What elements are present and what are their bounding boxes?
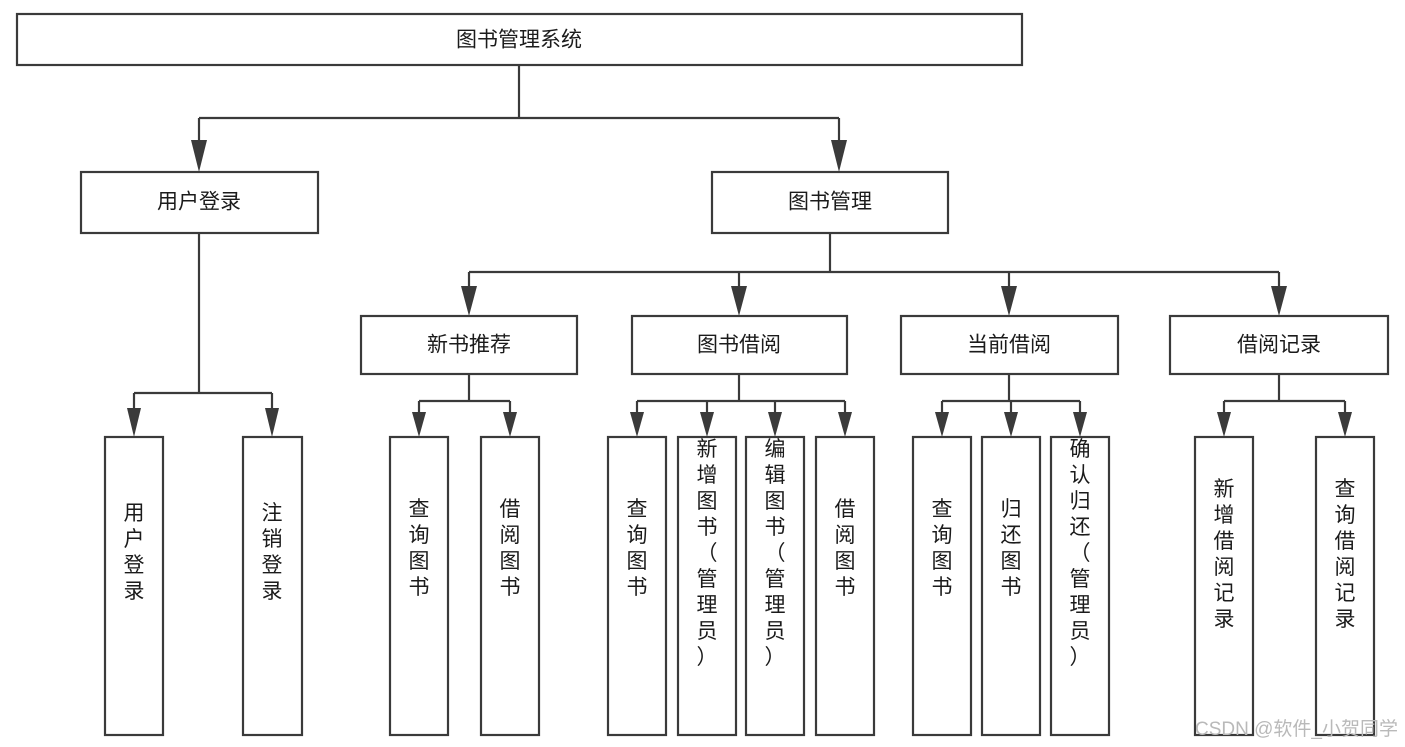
- leaf-node[interactable]: 查询借阅记录: [1314, 435, 1376, 737]
- node-book-management-label: 图书管理: [788, 191, 872, 214]
- node-book-management[interactable]: 图书管理: [710, 170, 950, 235]
- connector-current-borrow-to-leaves: [935, 374, 1087, 437]
- node-current-borrow[interactable]: 当前借阅: [899, 314, 1120, 376]
- leaf-logout-label: 注销登录: [262, 502, 283, 603]
- node-book-borrow-label: 图书借阅: [697, 334, 781, 357]
- leaf-borrow-book-recommend-label: 借阅图书: [500, 498, 521, 599]
- node-new-book-recommend-label: 新书推荐: [427, 334, 511, 357]
- leaf-add-borrow-record-label: 新增借阅记录: [1214, 478, 1235, 631]
- connector-book-borrow-to-leaves: [630, 374, 852, 437]
- leaf-node[interactable]: 确认归还（管理员）: [1049, 435, 1111, 737]
- node-user-login-label: 用户登录: [157, 191, 241, 214]
- node-user-login[interactable]: 用户登录: [79, 170, 320, 235]
- node-new-book-recommend[interactable]: 新书推荐: [359, 314, 579, 376]
- leaf-node[interactable]: 新增借阅记录: [1193, 435, 1255, 737]
- leaf-node[interactable]: 查询图书: [606, 435, 668, 737]
- leaf-query-book-recommend-label: 查询图书: [409, 498, 430, 599]
- connector-user-login-to-leaves: [127, 233, 279, 437]
- leaf-edit-book-admin-label: 编辑图书（管理员）: [765, 438, 786, 669]
- leaf-node[interactable]: 注销登录: [241, 435, 304, 737]
- connector-new-book-to-leaves: [412, 374, 517, 437]
- leaf-node[interactable]: 查询图书: [388, 435, 450, 737]
- leaf-query-book-borrow-label: 查询图书: [627, 498, 648, 599]
- leaf-query-borrow-record-label: 查询借阅记录: [1335, 478, 1356, 631]
- leaf-node[interactable]: 用户登录: [103, 435, 165, 737]
- leaf-add-book-admin-label: 新增图书（管理员）: [697, 438, 718, 669]
- leaf-user-login-label: 用户登录: [124, 502, 145, 603]
- connector-book-mgmt-to-level3: [461, 233, 1287, 316]
- leaf-node[interactable]: 借阅图书: [814, 435, 876, 737]
- connector-root-to-level2: [191, 65, 847, 172]
- leaf-node[interactable]: 新增图书（管理员）: [676, 435, 738, 737]
- leaf-confirm-return-admin-label: 确认归还（管理员）: [1070, 438, 1091, 669]
- leaf-node[interactable]: 查询图书: [911, 435, 973, 737]
- node-root-system-label: 图书管理系统: [456, 29, 582, 52]
- leaf-borrow-book-label: 借阅图书: [835, 498, 856, 599]
- leaf-node[interactable]: 归还图书: [980, 435, 1042, 737]
- node-current-borrow-label: 当前借阅: [967, 334, 1051, 357]
- node-book-borrow[interactable]: 图书借阅: [630, 314, 849, 376]
- leaf-return-book-label: 归还图书: [1001, 498, 1022, 599]
- leaf-node[interactable]: 编辑图书（管理员）: [744, 435, 806, 737]
- node-borrow-record[interactable]: 借阅记录: [1168, 314, 1390, 376]
- node-root-system[interactable]: 图书管理系统: [15, 12, 1024, 67]
- leaf-node[interactable]: 借阅图书: [479, 435, 541, 737]
- connector-borrow-record-to-leaves: [1217, 374, 1352, 437]
- csdn-watermark: CSDN @软件_小贺同学: [1195, 718, 1398, 740]
- leaf-query-book-current-label: 查询图书: [932, 498, 953, 599]
- node-borrow-record-label: 借阅记录: [1237, 334, 1321, 357]
